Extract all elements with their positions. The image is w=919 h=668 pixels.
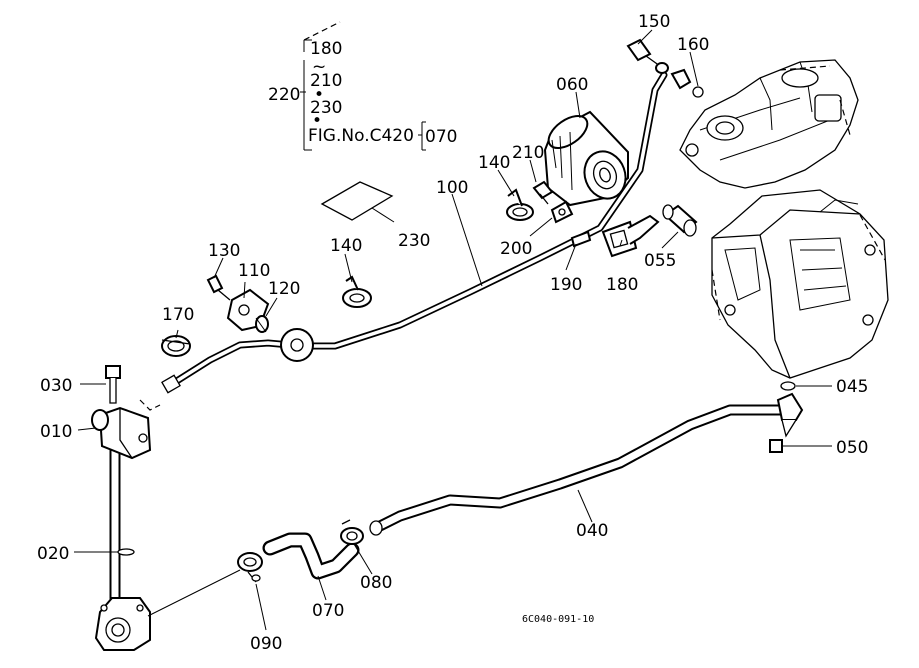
fitting-150 — [626, 38, 669, 74]
kit-note: 220 180 ~ 210 • 230 • FIG.No.C420 070 — [268, 21, 457, 151]
label-180: 180 — [606, 275, 638, 295]
kit-sep-1: ~ — [312, 57, 326, 77]
pipe-100 — [161, 71, 668, 394]
washer-160 — [670, 68, 704, 98]
bolt-130 — [206, 274, 231, 301]
label-150: 150 — [638, 12, 670, 32]
oil-filter-060 — [543, 110, 629, 207]
kit-sep-3: • — [312, 111, 322, 131]
clamp-170 — [161, 335, 191, 357]
label-110: 110 — [238, 261, 270, 281]
label-040: 040 — [576, 521, 608, 541]
pipe-040 — [369, 404, 786, 536]
fitting-045 — [776, 392, 804, 438]
clip-190 — [570, 230, 592, 248]
bracket-200 — [550, 200, 574, 224]
label-170: 170 — [162, 305, 194, 325]
pump-link-line — [147, 569, 241, 617]
gasket-230 — [320, 181, 394, 221]
kit-figure-part: 070 — [425, 127, 457, 147]
label-050: 050 — [836, 438, 868, 458]
kit-item-3: 230 — [310, 98, 342, 118]
label-060: 060 — [556, 75, 588, 95]
kit-group-label: 220 — [268, 85, 300, 105]
label-100: 100 — [436, 178, 468, 198]
label-230: 230 — [398, 231, 430, 251]
oring-045 — [780, 381, 796, 391]
label-130: 130 — [208, 241, 240, 261]
label-055: 055 — [644, 251, 676, 271]
diagram-code: 6C040-091-10 — [522, 614, 594, 625]
gearbox-housing — [711, 189, 889, 379]
clamp-140-lower — [342, 275, 372, 308]
label-120: 120 — [268, 279, 300, 299]
clamp-090 — [237, 552, 263, 583]
kit-item-1: 180 — [310, 39, 342, 59]
label-090: 090 — [250, 634, 282, 654]
strainer-block-010 — [91, 399, 161, 460]
bracket-180 — [601, 214, 660, 258]
kit-sep-2: • — [314, 85, 324, 105]
label-030: 030 — [40, 376, 72, 396]
label-140-upper: 140 — [478, 153, 510, 173]
kit-item-2: 210 — [310, 71, 342, 91]
label-190: 190 — [550, 275, 582, 295]
label-070: 070 — [312, 601, 344, 621]
suction-pipe-020 — [109, 442, 135, 604]
engine-block — [679, 59, 859, 189]
bolt-050 — [769, 439, 783, 453]
part-labels: 150 160 060 140 210 100 230 140 130 110 … — [37, 12, 868, 654]
hose-070 — [262, 532, 360, 580]
connector-210 — [532, 180, 554, 205]
label-160: 160 — [677, 35, 709, 55]
label-140-lower: 140 — [330, 236, 362, 256]
label-200: 200 — [500, 239, 532, 259]
bolt-030 — [105, 365, 121, 404]
pump-housing — [94, 597, 151, 651]
leader-lines — [74, 29, 832, 631]
clamp-140-upper — [506, 188, 534, 221]
label-045: 045 — [836, 377, 868, 397]
fitting-055 — [662, 204, 698, 237]
label-020: 020 — [37, 544, 69, 564]
kit-figure-ref: FIG.No.C420 — [308, 126, 414, 146]
label-080: 080 — [360, 573, 392, 593]
washer-120 — [255, 315, 269, 333]
clamp-080 — [340, 519, 364, 545]
label-010: 010 — [40, 422, 72, 442]
label-210: 210 — [512, 143, 544, 163]
